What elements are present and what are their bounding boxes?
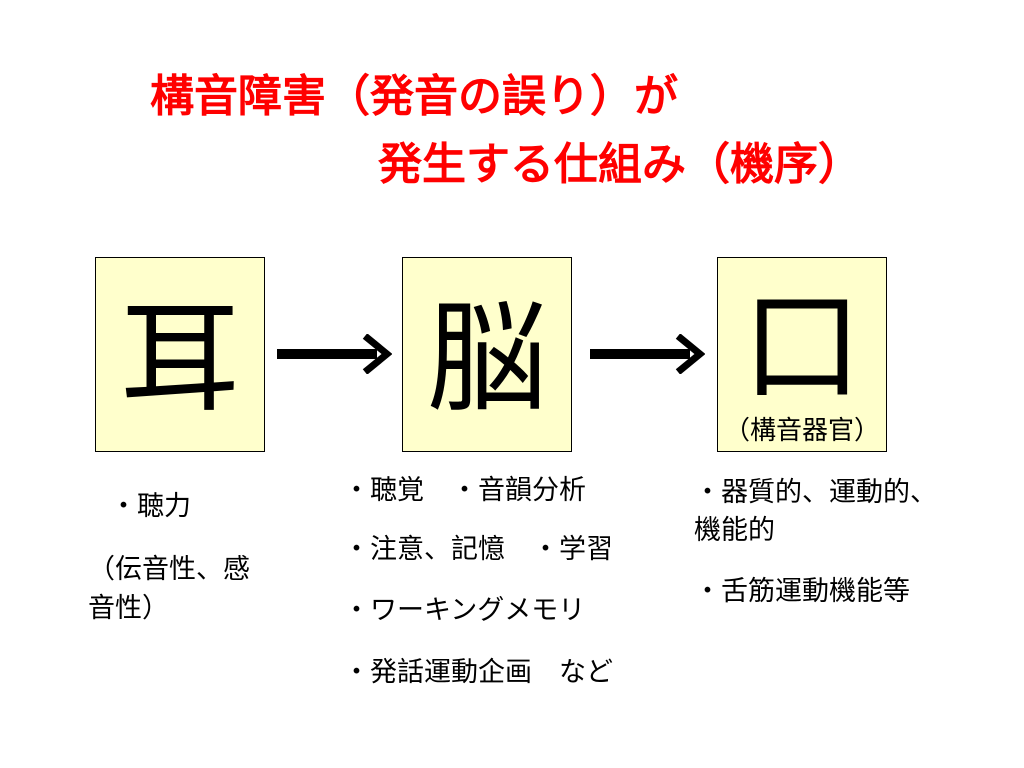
title-line-1: 構音障害（発音の誤り）が — [150, 71, 678, 122]
ear-note-3: 音性） — [88, 593, 169, 624]
mouth-note-1: ・器質的、運動的、 — [694, 477, 937, 508]
ear-char: 耳 — [120, 290, 240, 429]
brain-box: 脳 — [402, 257, 572, 452]
ear-box: 耳 — [95, 257, 265, 452]
brain-char: 脳 — [427, 290, 547, 429]
mouth-box: 口 （構音器官） — [717, 257, 887, 452]
arrow-right-icon — [277, 334, 392, 374]
brain-note: ・ワーキングメモリ — [343, 595, 586, 626]
arrow-right-icon — [590, 334, 705, 374]
mouth-note-2: 機能的 — [694, 515, 775, 546]
brain-note: ・注意、記憶 ・学習 — [343, 534, 613, 565]
brain-note: ・聴覚 ・音韻分析 — [343, 475, 586, 506]
ear-note-1: ・聴力 — [110, 491, 191, 522]
mouth-note-3: ・舌筋運動機能等 — [694, 576, 910, 607]
mouth-subtitle: （構音器官） — [723, 416, 880, 446]
title-line-2: 発生する仕組み（機序） — [378, 139, 862, 190]
mouth-char: 口 — [742, 278, 862, 417]
ear-note-2: （伝音性、感 — [88, 554, 250, 585]
brain-note: ・発話運動企画 など — [343, 657, 613, 688]
